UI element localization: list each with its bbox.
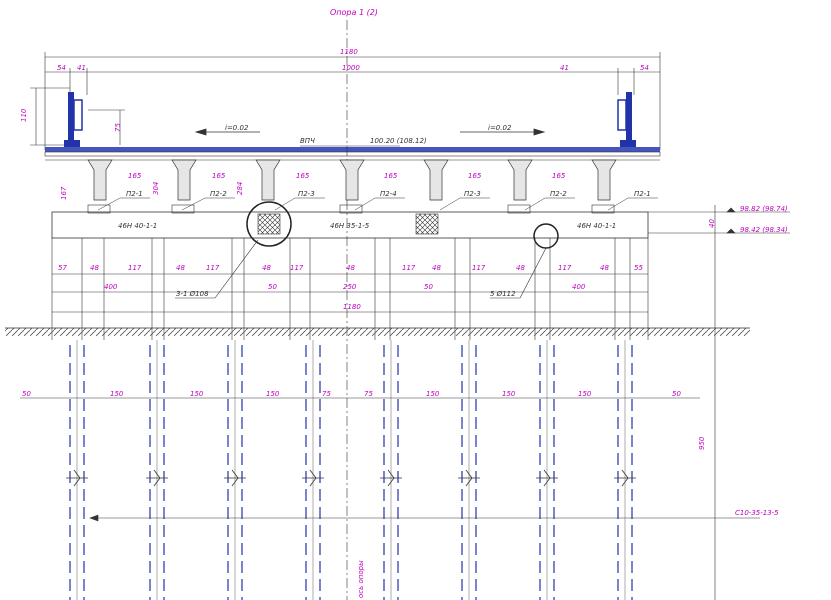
cap-labels xyxy=(97,197,658,211)
pile-grid-upper xyxy=(51,238,649,340)
crossbeam-label: 46Н 35-1-5 xyxy=(330,222,370,230)
span-dim: 250 xyxy=(343,283,357,291)
pile-dim: 48 xyxy=(176,264,185,272)
rail-height-label: 110 xyxy=(20,108,28,122)
pile-dim: 57 xyxy=(58,264,67,272)
span-dim: 400 xyxy=(572,283,586,291)
girders xyxy=(87,159,617,201)
axis-label: ВПЧ xyxy=(300,137,315,145)
piles xyxy=(69,345,633,600)
pile-dim: 48 xyxy=(516,264,525,272)
pile-spacing-dims: 50 150 150 150 75 75 150 150 150 50 xyxy=(22,390,681,398)
spacing-dim: 150 xyxy=(110,390,124,398)
cap-label: П2-4 xyxy=(380,190,397,198)
pile-dim: 48 xyxy=(600,264,609,272)
rail-height-dimension xyxy=(30,87,125,146)
edge-left-b: 41 xyxy=(77,64,86,72)
cap-label: П2-3 xyxy=(464,190,481,198)
callout-right: 5 Ø112 xyxy=(490,290,516,298)
pile-dim: 117 xyxy=(472,264,486,272)
edge-left-a: 54 xyxy=(57,64,66,72)
pile-breaks xyxy=(66,469,636,487)
spacing-dim: 150 xyxy=(426,390,440,398)
spacing-dim: 75 xyxy=(364,390,373,398)
slope-arrows xyxy=(194,128,546,136)
overall-width-label: 1180 xyxy=(340,48,358,56)
edge-right-b: 54 xyxy=(640,64,649,72)
girder-dims: 165 165 165 165 165 165 167 304 284 xyxy=(60,172,566,200)
crossbeam-label: 46Н 40-1-1 xyxy=(118,222,157,230)
pile-dim: 55 xyxy=(634,264,643,272)
cap-label: П2-2 xyxy=(210,190,227,198)
edge-right-a: 41 xyxy=(560,64,569,72)
pile-dim: 117 xyxy=(402,264,416,272)
pile-dim: 48 xyxy=(262,264,271,272)
pier-left-dim-a: 167 xyxy=(60,186,68,200)
beam-top-dim: 165 xyxy=(296,172,310,180)
cap-label: П2-1 xyxy=(634,190,651,198)
depth-dim: 950 xyxy=(698,436,706,450)
cap-label: П2-3 xyxy=(298,190,315,198)
pile-dim: 117 xyxy=(128,264,142,272)
pile-type-line xyxy=(89,514,760,522)
pier-mid-dim: 284 xyxy=(236,182,244,195)
elevation-marks xyxy=(648,205,790,600)
slope-left-label: i=0.02 xyxy=(225,124,249,132)
pile-dim: 117 xyxy=(558,264,572,272)
beam-top-dim: 165 xyxy=(212,172,226,180)
beam-top-dim: 165 xyxy=(468,172,482,180)
cap-label: П2-1 xyxy=(126,190,143,198)
bridge-deck xyxy=(44,147,661,161)
spacing-dim: 50 xyxy=(22,390,31,398)
spacing-dim: 75 xyxy=(322,390,331,398)
pile-dim: 48 xyxy=(90,264,99,272)
span-dim: 50 xyxy=(424,283,433,291)
railing-right xyxy=(617,92,636,148)
pier-left-dim-b: 304 xyxy=(152,182,160,195)
spacing-dim: 150 xyxy=(578,390,592,398)
span-dim: 50 xyxy=(268,283,277,291)
rail-offset-label: 75 xyxy=(114,123,122,132)
elevation-dim: 40 xyxy=(708,219,716,228)
center-axis xyxy=(300,20,400,600)
beam-top-dim: 165 xyxy=(384,172,398,180)
crossbeam xyxy=(51,201,649,249)
beam-top-dim: 165 xyxy=(552,172,566,180)
pile-dim: 117 xyxy=(206,264,220,272)
callout-left: 3-1 Ø108 xyxy=(176,290,209,298)
elevation-top: 98.82 (98.74) xyxy=(740,205,788,213)
cap-label: П2-2 xyxy=(550,190,567,198)
pile-dim: 117 xyxy=(290,264,304,272)
slope-right-label: i=0.02 xyxy=(488,124,512,132)
callouts xyxy=(175,239,547,299)
beam-top-dim: 165 xyxy=(128,172,142,180)
ground-total: 1180 xyxy=(343,303,361,311)
pile-centerlines xyxy=(76,340,626,600)
drawing-title: Опора 1 (2) xyxy=(330,8,378,17)
spacing-dim: 50 xyxy=(672,390,681,398)
vertical-note: ось опоры xyxy=(357,560,365,598)
elevation-bottom: 98.42 (98.34) xyxy=(740,226,788,234)
pile-row-dims: 57 48 117 48 117 48 117 48 117 48 117 48… xyxy=(58,264,643,311)
spacing-dim: 150 xyxy=(502,390,516,398)
pile-dim: 48 xyxy=(432,264,441,272)
ground-line xyxy=(5,327,750,336)
span-dim: 400 xyxy=(104,283,118,291)
axis-elevation: 100.20 (108.12) xyxy=(370,137,427,145)
spacing-dim: 150 xyxy=(266,390,280,398)
inner-width-label: 1000 xyxy=(342,64,360,72)
pile-type-label: С10-35-13-5 xyxy=(735,509,779,517)
railing-left xyxy=(64,92,83,148)
spacing-dim: 150 xyxy=(190,390,204,398)
pile-dim: 48 xyxy=(346,264,355,272)
crossbeam-label: 46Н 40-1-1 xyxy=(577,222,616,230)
overall-dimension xyxy=(44,52,661,150)
